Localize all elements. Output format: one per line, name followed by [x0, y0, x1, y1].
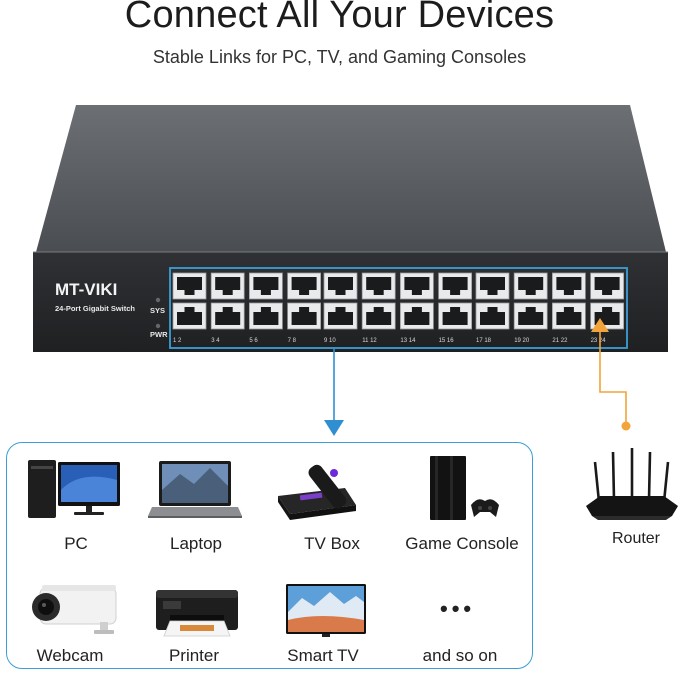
device-label-and-so-on: and so on [422, 646, 498, 665]
ethernet-port-socket [366, 307, 392, 325]
ethernet-port-socket [253, 277, 279, 295]
ethernet-port-socket [556, 307, 582, 325]
page-title: Connect All Your Devices [124, 0, 555, 36]
laptop-icon [148, 461, 242, 518]
sys-led-label: SYS [150, 306, 165, 315]
port-number-label: 11 12 [362, 338, 377, 344]
orange-connector-line [599, 330, 627, 424]
router-label: Router [611, 530, 661, 547]
tv-box-icon [278, 464, 356, 520]
printer-icon [156, 590, 238, 637]
port-number-label: 7 8 [288, 338, 297, 344]
port-number-label: 9 10 [324, 338, 336, 344]
orange-arrow-icon [591, 318, 609, 332]
port-number-label: 19 20 [514, 338, 530, 344]
blue-arrow-icon [324, 420, 344, 436]
pwr-led-label: PWR [150, 330, 168, 339]
ethernet-port-socket [442, 277, 468, 295]
device-label-webcam: Webcam [36, 646, 104, 665]
ethernet-port-socket [518, 277, 544, 295]
switch-top-face [36, 105, 666, 252]
ethernet-port-socket [404, 307, 430, 325]
port-number-label: 5 6 [249, 338, 258, 344]
port-number-label: 23 24 [591, 338, 607, 344]
port-number-label: 21 22 [552, 338, 568, 344]
device-label-smart-tv: Smart TV [287, 646, 359, 665]
devices-panel [6, 442, 533, 669]
switch-model: 24-Port Gigabit Switch [55, 304, 135, 313]
ethernet-port-socket [480, 307, 505, 325]
ethernet-port-socket [177, 277, 202, 295]
ethernet-port-socket [328, 307, 353, 325]
ethernet-port-socket [177, 307, 202, 325]
router-icon [586, 448, 678, 520]
pc-icon [28, 460, 120, 518]
sys-led-icon [155, 297, 161, 303]
more-icon: ••• [440, 596, 476, 621]
ethernet-port-socket [480, 277, 505, 295]
port-numbers: 1 2 3 4 5 6 7 8 9 10 11 12 13 14 15 16 17 18 19 2… [173, 338, 606, 344]
ethernet-port-socket [404, 277, 430, 295]
page-subtitle: Stable Links for PC, TV, and Gaming Cons… [152, 47, 527, 67]
ethernet-port-socket [215, 307, 241, 325]
ethernet-port-socket [328, 277, 353, 295]
ethernet-ports [172, 272, 624, 330]
device-label-printer: Printer [168, 646, 220, 665]
orange-dot-icon [621, 421, 631, 431]
port-number-label: 17 18 [476, 338, 492, 344]
ethernet-port-socket [366, 277, 392, 295]
ethernet-port-socket [291, 307, 317, 325]
ports-highlight-frame [169, 267, 628, 349]
ethernet-port-socket [594, 277, 620, 295]
switch-front-face [33, 252, 668, 352]
device-label-tv-box: TV Box [304, 534, 360, 553]
pwr-led-icon [155, 323, 161, 329]
ethernet-port-socket [556, 277, 582, 295]
device-label-laptop: Laptop [170, 534, 222, 553]
ethernet-port-socket [291, 277, 317, 295]
smart-tv-icon [286, 584, 366, 637]
webcam-icon [32, 585, 117, 634]
ethernet-port-socket [215, 277, 241, 295]
port-number-label: 3 4 [211, 338, 220, 344]
device-label-pc: PC [64, 534, 88, 553]
port-number-label: 13 14 [400, 338, 416, 344]
switch-brand: MT-VIKI [55, 280, 117, 299]
port-number-label: 1 2 [173, 338, 182, 344]
ethernet-port-socket [253, 307, 279, 325]
port-number-label: 15 16 [439, 338, 455, 344]
ethernet-port-socket [442, 307, 468, 325]
ethernet-port-socket [518, 307, 544, 325]
device-label-game-console: Game Console [405, 534, 519, 553]
game-console-icon [430, 456, 499, 520]
